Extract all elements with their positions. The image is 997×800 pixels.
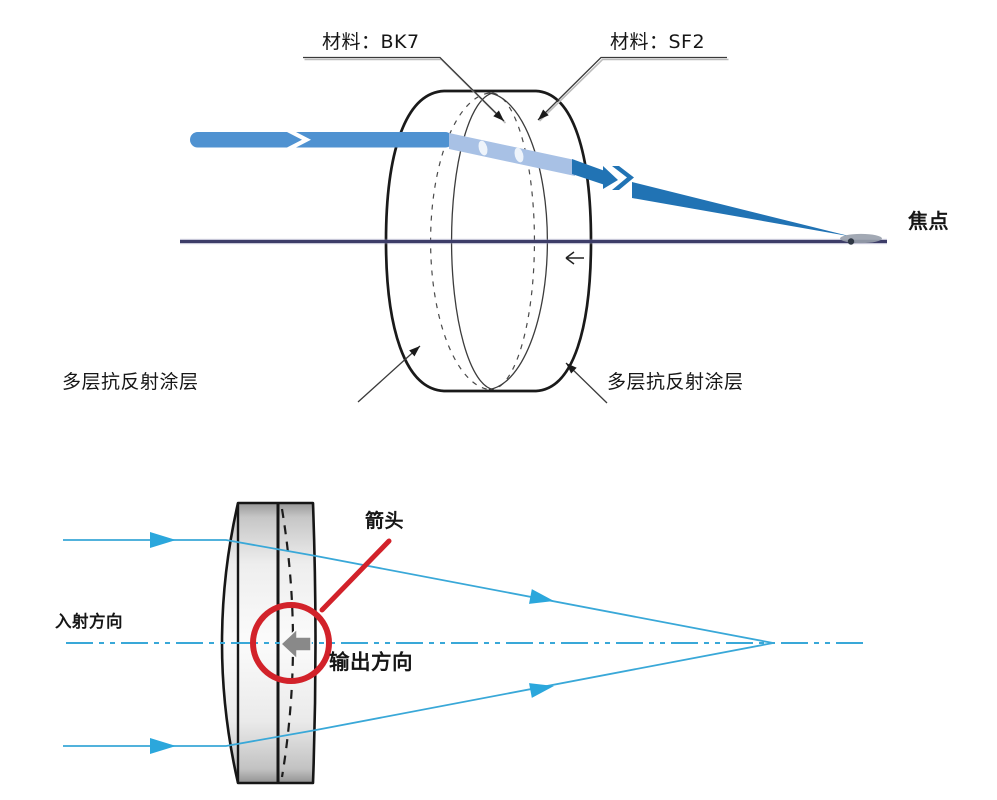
leader-line-coating-left xyxy=(357,345,421,403)
leader-line-bk7 xyxy=(303,56,505,122)
converging-beam-triangle xyxy=(632,182,851,237)
focal-point-dot xyxy=(847,238,855,245)
ray-arrowhead-top-out xyxy=(529,589,554,604)
beam-inside-lens xyxy=(449,133,575,176)
leader-arrowhead-coating-left xyxy=(409,346,420,357)
focal-point-glow xyxy=(840,233,882,244)
coating-label-right: 多层抗反射涂层 xyxy=(607,371,744,393)
ray-bottom xyxy=(63,642,774,747)
red-annotation xyxy=(250,538,392,684)
highlight-circle xyxy=(250,602,332,684)
leader-arrowhead-sf2 xyxy=(538,109,549,120)
refracted-beam-segment xyxy=(572,159,605,185)
incident-direction-label: 入射方向 xyxy=(55,612,123,631)
material-sf2-label: 材料：SF2 xyxy=(610,31,706,53)
ray-arrowhead-bottom-in xyxy=(150,738,176,754)
ray-trace xyxy=(63,532,866,754)
ray-arrowhead-top-in xyxy=(150,532,176,548)
leader-arrowhead-coating-right xyxy=(566,363,577,374)
lens-outline xyxy=(384,89,593,393)
output-direction-label: 输出方向 xyxy=(329,650,413,674)
ray-arrowhead-bottom-out xyxy=(529,683,554,698)
red-leader-line xyxy=(319,538,392,613)
callout-leaders xyxy=(303,56,729,404)
surface-pass-mark-1 xyxy=(478,140,488,156)
beam-chevron-dark-icon xyxy=(612,166,634,190)
ray-top xyxy=(63,539,774,644)
light-beam xyxy=(190,132,882,245)
material-bk7-label: 材料：BK7 xyxy=(322,31,420,53)
coating-label-left: 多层抗反射涂层 xyxy=(62,371,199,393)
leader-line-sf2 xyxy=(537,56,727,121)
focal-point-label: 焦点 xyxy=(908,209,949,233)
beam-chevron-icon xyxy=(287,132,311,148)
surface-pass-mark-2 xyxy=(514,147,524,163)
incoming-beam-bar xyxy=(190,132,453,148)
refracted-beam-arrowhead xyxy=(603,166,618,189)
internal-left-arrow-icon xyxy=(565,251,584,265)
output-direction-arrow-icon xyxy=(279,627,312,661)
arrow-label: 箭头 xyxy=(365,510,405,532)
leader-arrowhead-bk7 xyxy=(493,110,504,121)
